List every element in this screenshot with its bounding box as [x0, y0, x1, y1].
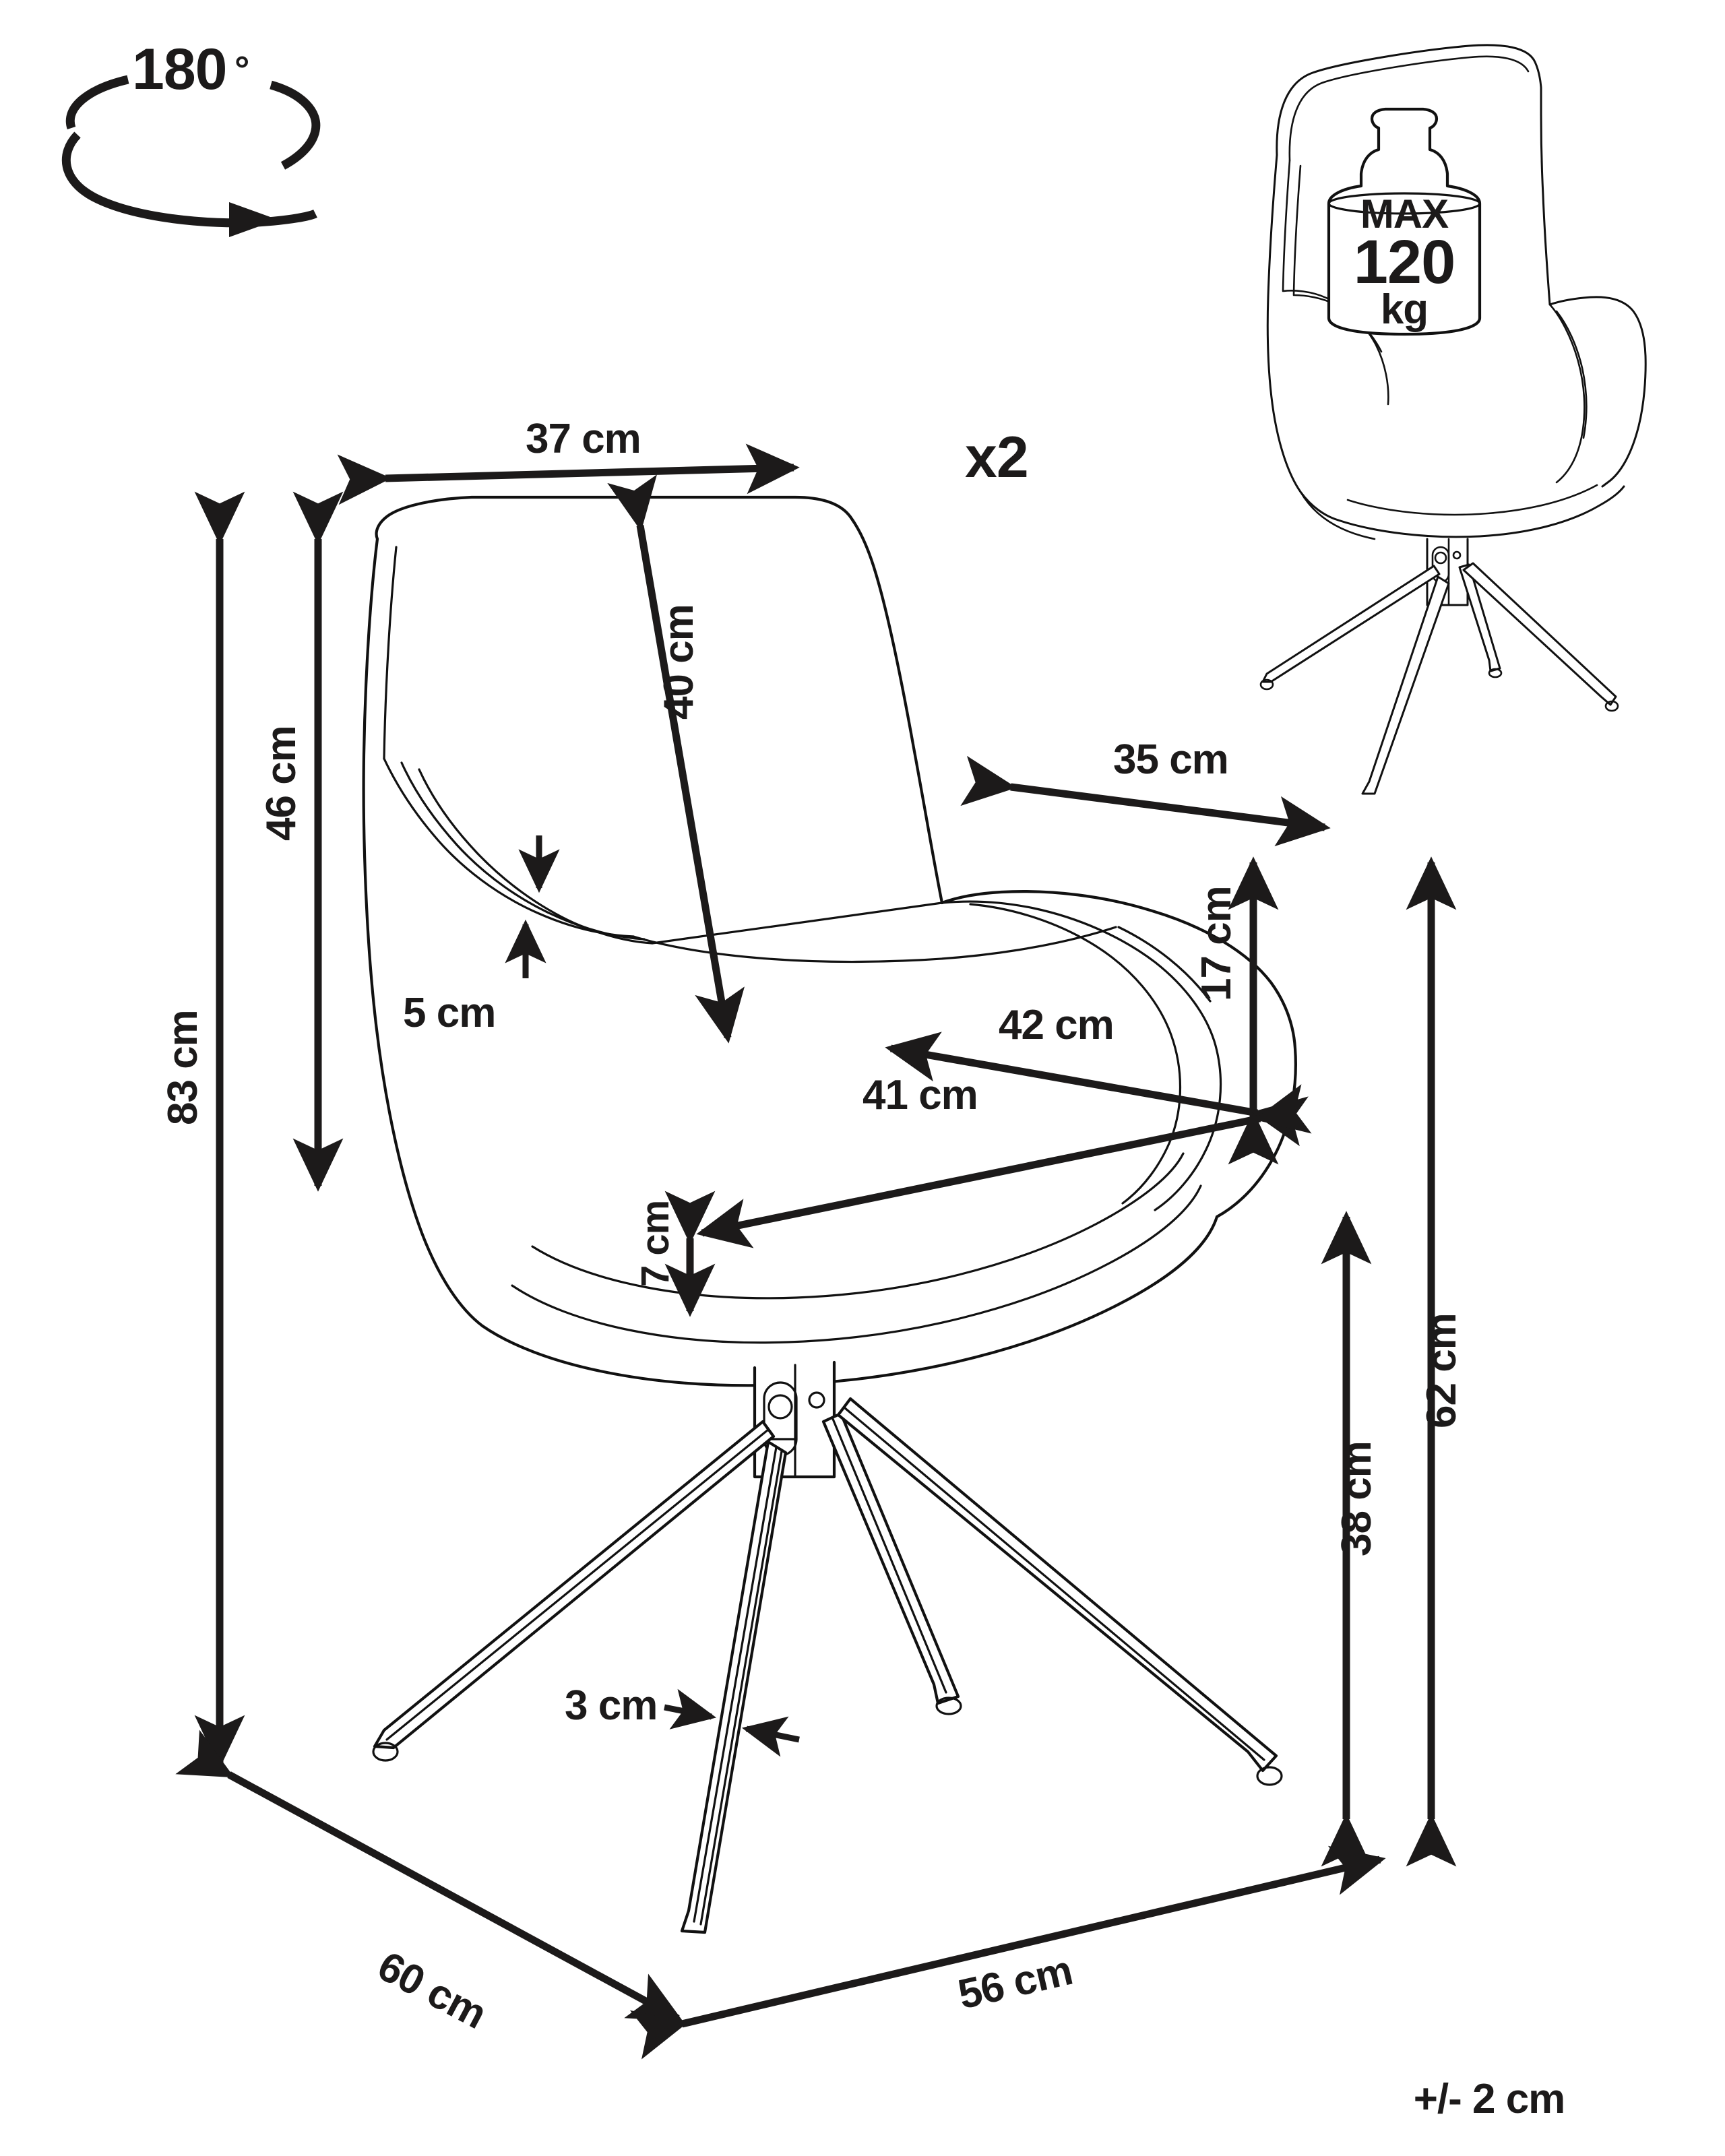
quantity-label: x2	[965, 425, 1028, 490]
dim-label-5cm: 5 cm	[403, 990, 495, 1036]
dim-label-37cm: 37 cm	[526, 416, 641, 462]
dim-armrest-depth	[960, 755, 1331, 847]
max-label: MAX	[1360, 191, 1449, 236]
dim-armrest-thickness	[505, 835, 560, 978]
dim-label-17cm: 17 cm	[1193, 886, 1240, 1001]
dim-label-83cm: 83 cm	[160, 1010, 206, 1125]
chair-legs	[372, 1397, 1283, 1934]
dim-base-width	[629, 1845, 1386, 2060]
dim-label-35cm: 35 cm	[1113, 736, 1228, 783]
rotation-icon-group	[61, 75, 321, 237]
dim-leg-thickness	[664, 1688, 800, 1757]
dim-label-3cm: 3 cm	[565, 1682, 657, 1729]
dim-backrest-height	[607, 474, 745, 1044]
dim-label-7cm: 7 cm	[633, 1201, 677, 1287]
dim-label-46cm: 46 cm	[258, 726, 305, 841]
degree-symbol-label: °	[234, 48, 249, 90]
max-load-value: 120	[1354, 228, 1455, 296]
thumbnail-legs	[1259, 562, 1619, 795]
dim-base-depth	[175, 1730, 683, 2022]
dim-label-60cm: 60 cm	[370, 1942, 493, 2037]
rotation-value-label: 180	[132, 37, 227, 102]
main-chair-drawing	[362, 495, 1297, 1934]
tolerance-note: +/- 2 cm	[1414, 2076, 1565, 2122]
dim-label-41cm: 41 cm	[862, 1072, 978, 1118]
dim-backrest-width	[337, 443, 800, 505]
dim-label-42cm: 42 cm	[999, 1002, 1114, 1048]
max-load-unit: kg	[1381, 286, 1428, 333]
dim-seat-width	[696, 1084, 1312, 1248]
dim-label-38cm: 38 cm	[1334, 1441, 1380, 1556]
weight-bottle-icon: MAX 120 kg	[1327, 107, 1482, 336]
thumbnail-chair-group	[1259, 44, 1647, 795]
rotation-arrow-icon	[61, 131, 317, 228]
dim-label-62cm: 62 cm	[1418, 1313, 1465, 1428]
dim-label-40cm: 40 cm	[656, 604, 702, 720]
